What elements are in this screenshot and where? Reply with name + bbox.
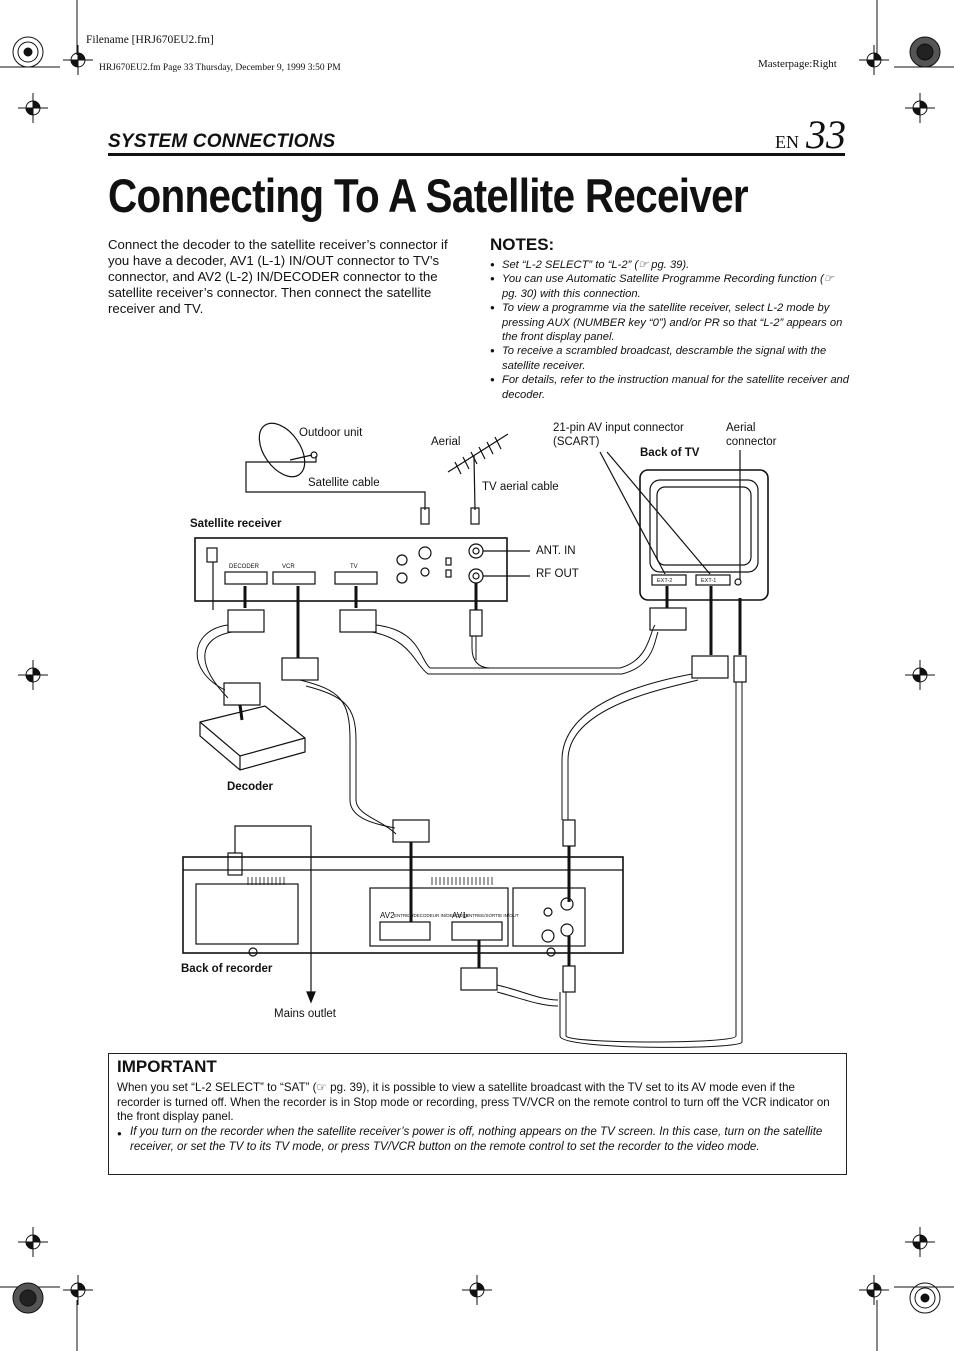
notes-heading: NOTES:	[490, 235, 555, 254]
aerial-antenna-icon	[447, 433, 509, 511]
file-info: HRJ670EU2.fm Page 33 Thursday, December …	[99, 63, 341, 73]
tv-set	[639, 469, 769, 601]
header-rule	[108, 153, 845, 156]
mains-outlet-label: Mains outlet	[274, 1008, 337, 1020]
decoder-unit	[199, 704, 306, 771]
page-number: 33	[806, 112, 846, 157]
starburst-mark-icon	[12, 36, 941, 1314]
important-bullet: ● If you turn on the recorder when the s…	[117, 1125, 835, 1154]
aerial-connector-label-line2: connector	[726, 436, 777, 448]
rec-av2-port-label: AV2	[380, 911, 395, 920]
important-box	[108, 1053, 847, 1175]
ant-in-label: ANT. IN	[536, 545, 576, 557]
back-of-recorder-label: Back of recorder	[181, 963, 273, 975]
satellite-cable-label: Satellite cable	[308, 477, 380, 489]
note-item: You can use Automatic Satellite Programm…	[490, 272, 850, 301]
intro-paragraph: Connect the decoder to the satellite rec…	[108, 237, 448, 316]
masterpage-label: Masterpage:Right	[758, 58, 837, 70]
satellite-receiver-label: Satellite receiver	[190, 518, 282, 530]
important-bullet-text: If you turn on the recorder when the sat…	[130, 1125, 823, 1153]
registration-target-icon	[18, 45, 935, 1305]
satellite-receiver-unit	[194, 537, 508, 610]
rec-av1-sub-label: ENTREE/SORTIE IN/OUT	[466, 913, 519, 918]
important-body: When you set “L-2 SELECT” to “SAT” (☞ pg…	[117, 1081, 830, 1124]
section-title: SYSTEM CONNECTIONS	[108, 131, 336, 152]
scart-label-line2: (SCART)	[553, 436, 600, 448]
rx-tv-port-label: TV	[350, 564, 358, 570]
notes-list: Set “L-2 SELECT” to “L-2” (☞ pg. 39). Yo…	[490, 258, 850, 402]
aerial-connector-label-line1: Aerial	[726, 422, 755, 434]
file-name: Filename [HRJ670EU2.fm]	[86, 34, 214, 46]
rf-out-label: RF OUT	[536, 568, 579, 580]
tv-ext2-port-label: EXT-2	[657, 578, 672, 584]
page-title: Connecting To A Satellite Receiver	[108, 169, 749, 222]
important-heading: IMPORTANT	[117, 1057, 217, 1076]
video-recorder-unit	[182, 852, 624, 957]
rx-decoder-port-label: DECODER	[229, 564, 260, 570]
tv-ext1-port-label: EXT-1	[701, 578, 716, 584]
outdoor-unit-label: Outdoor unit	[299, 427, 363, 439]
rx-vcr-port-label: VCR	[282, 564, 295, 570]
bullet-icon: ●	[117, 1129, 122, 1138]
back-of-tv-label: Back of TV	[640, 447, 700, 459]
decoder-label: Decoder	[227, 781, 274, 793]
rec-av1-port-label: AV1	[452, 911, 467, 920]
tv-aerial-cable-label: TV aerial cable	[482, 481, 559, 493]
note-item: To view a programme via the satellite re…	[490, 301, 850, 344]
aerial-label: Aerial	[431, 436, 460, 448]
note-item: For details, refer to the instruction ma…	[490, 373, 850, 402]
rec-av2-sub-label: ENTREE/DECODEUR IN/DECODER	[394, 913, 470, 918]
note-item: Set “L-2 SELECT” to “L-2” (☞ pg. 39).	[490, 258, 850, 273]
satellite-dish-icon	[258, 422, 318, 478]
note-item: To receive a scrambled broadcast, descra…	[490, 344, 850, 373]
language-label: EN	[775, 132, 799, 152]
scart-label-line1: 21-pin AV input connector	[553, 422, 684, 434]
